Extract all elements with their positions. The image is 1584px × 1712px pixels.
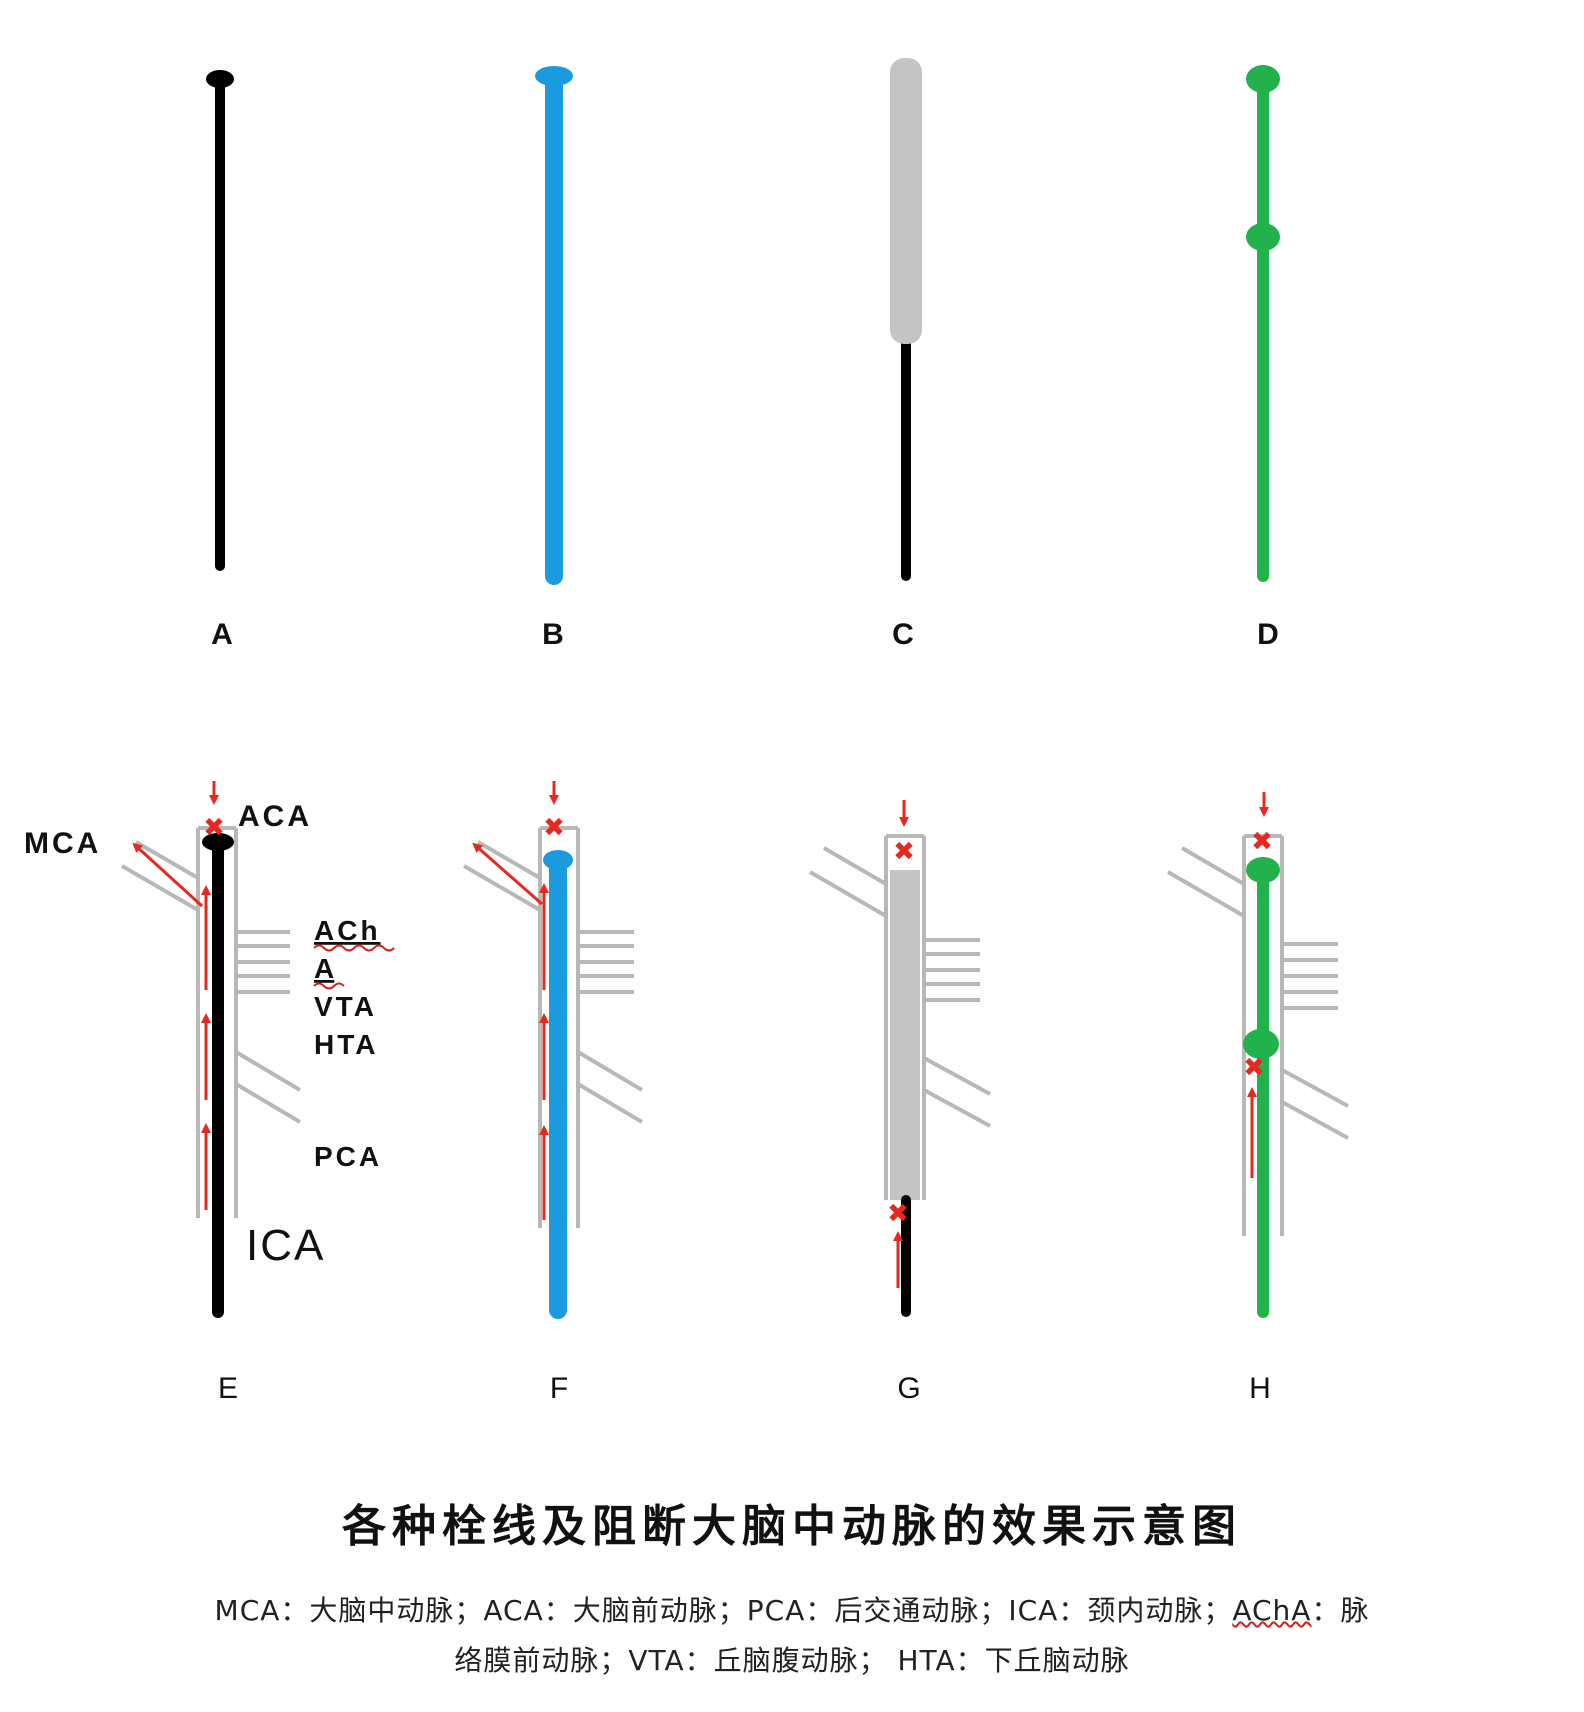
label-e: E (218, 1372, 238, 1405)
label-g: G (897, 1372, 920, 1405)
panel-e-vessel (120, 826, 302, 1218)
label-pca: PCA (314, 1141, 382, 1172)
label-vta: VTA (314, 991, 377, 1022)
label-d: D (1257, 618, 1279, 651)
label-c: C (892, 618, 914, 651)
svg-text:✖: ✖ (1251, 826, 1273, 856)
acha-underline-1 (313, 944, 395, 952)
suture-d (1246, 65, 1280, 582)
legend-line-1: MCA：大脑中动脉；ACA：大脑前动脉；PCA：后交通动脉；ICA：颈内动脉；A… (70, 1586, 1514, 1636)
panel-h-suture (1243, 857, 1280, 1318)
legend-acha-abbr: AChA (1232, 1594, 1312, 1627)
panel-e-arrows: ✖ (132, 781, 225, 1210)
label-hta: HTA (314, 1029, 378, 1060)
label-acha-1: ACh (314, 915, 381, 946)
label-acha-2: A (314, 953, 334, 984)
suture-b (535, 66, 573, 585)
label-aca: ACA (238, 800, 312, 833)
legend-line-1-text: MCA：大脑中动脉；ACA：大脑前动脉；PCA：后交通动脉；ICA：颈内动脉； (214, 1594, 1233, 1627)
suture-c (890, 58, 922, 581)
label-ica: ICA (246, 1221, 325, 1270)
panel-h-arrows: ✖ ✖ (1243, 792, 1273, 1178)
svg-text:✖: ✖ (893, 836, 915, 866)
label-a: A (211, 618, 233, 651)
panel-f-vessel (462, 826, 644, 1228)
panel-e-suture (202, 833, 234, 1318)
panel-f-arrows: ✖ (472, 781, 565, 1220)
figure-legend: MCA：大脑中动脉；ACA：大脑前动脉；PCA：后交通动脉；ICA：颈内动脉；A… (70, 1586, 1514, 1686)
panel-g-suture (890, 870, 920, 1317)
acha-underline-2 (313, 982, 345, 990)
svg-text:✖: ✖ (887, 1198, 909, 1228)
legend-line-2: 络膜前动脉；VTA：丘脑腹动脉； HTA：下丘脑动脉 (454, 1644, 1130, 1677)
legend-line-1-tail: ：脉 (1311, 1594, 1370, 1627)
suture-a (206, 70, 234, 571)
panel-h-vessel (1166, 834, 1349, 1236)
label-h: H (1249, 1372, 1271, 1405)
svg-text:✖: ✖ (203, 812, 225, 842)
svg-text:✖: ✖ (543, 812, 565, 842)
panel-g-vessel (808, 834, 991, 1200)
panel-f-suture (543, 850, 573, 1319)
svg-text:✖: ✖ (1243, 1052, 1265, 1082)
figure-title: 各种栓线及阻断大脑中动脉的效果示意图 (342, 1501, 1242, 1552)
label-mca: MCA (24, 827, 101, 860)
panel-g-arrows: ✖ ✖ (887, 800, 915, 1288)
label-b: B (542, 618, 564, 651)
label-f: F (550, 1372, 568, 1405)
